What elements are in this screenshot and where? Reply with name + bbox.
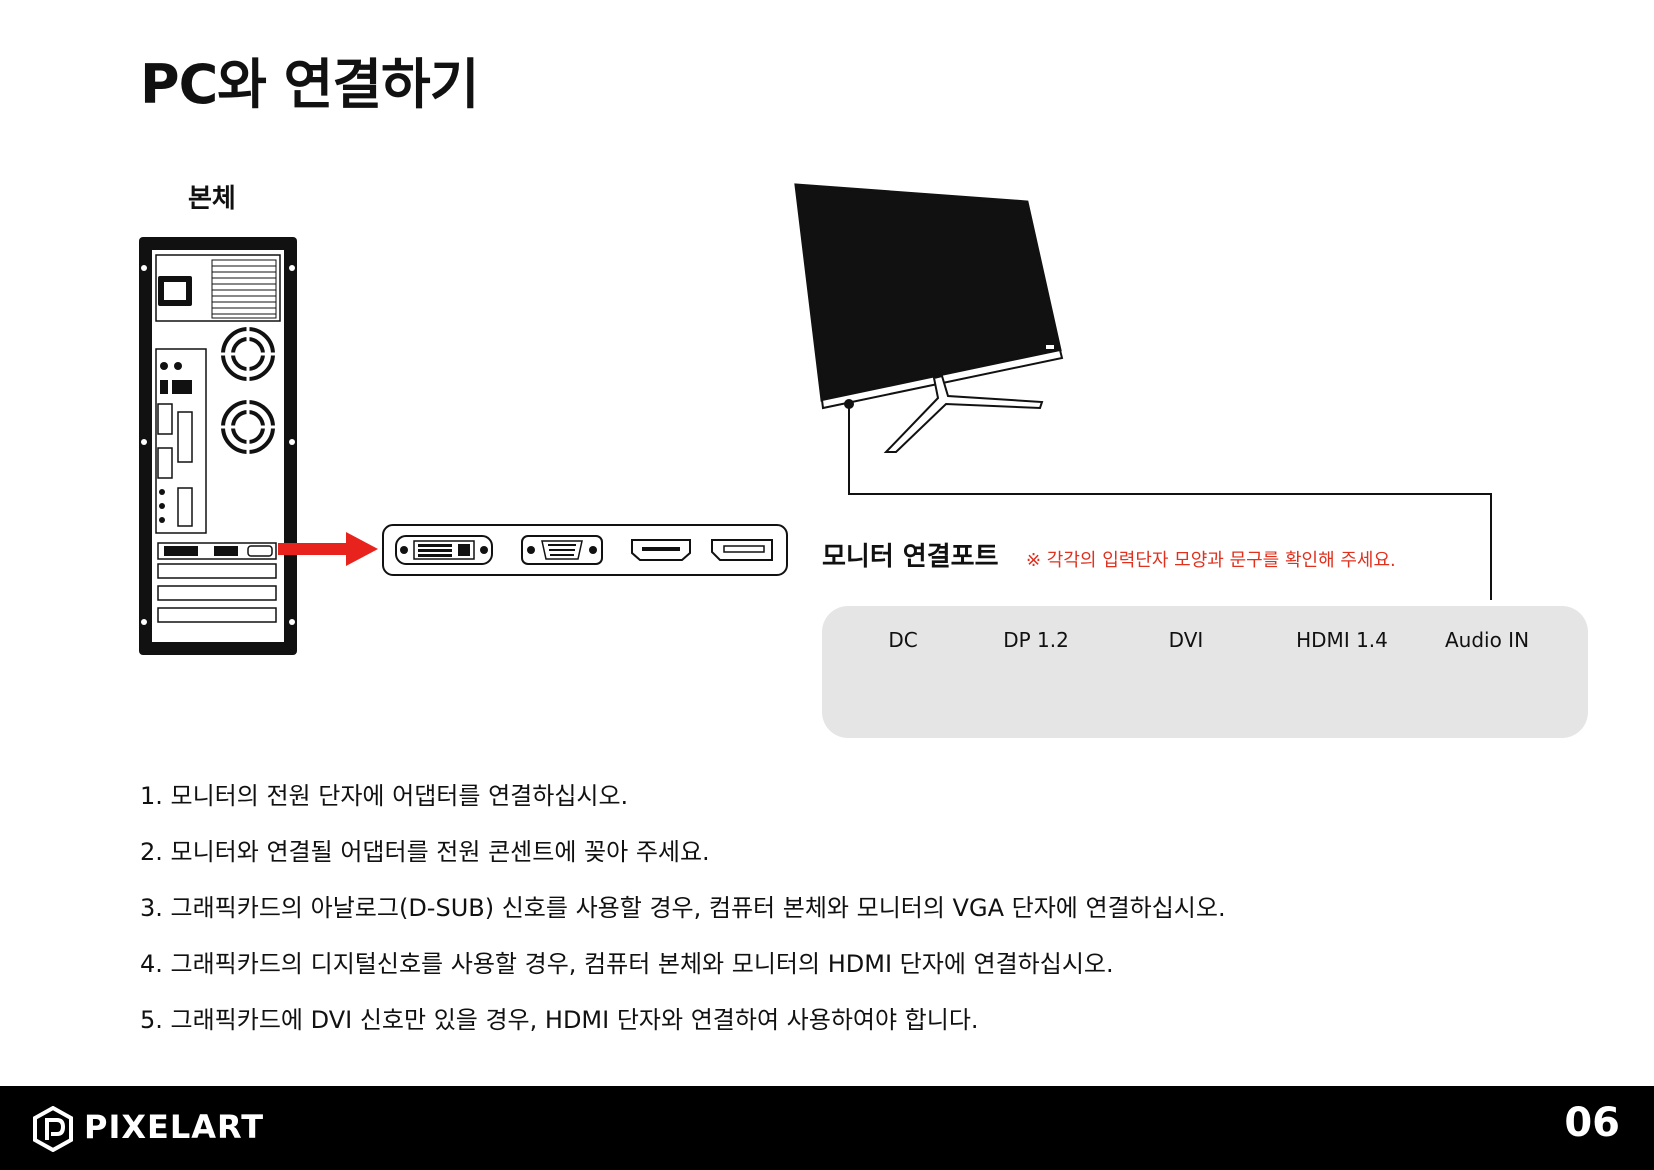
gpu-hdmi-port-icon [631,539,691,561]
monitor-port-label: 모니터 연결포트 [822,542,999,572]
page-title: PC와 연결하기 [140,53,479,116]
port-label-hdmi: HDMI 1.4 [1296,628,1388,652]
instruction-item: 4. 그래픽카드의 디지털신호를 사용할 경우, 컴퓨터 본체와 모니터의 HD… [140,950,1114,978]
pc-label: 본체 [188,184,236,214]
gpu-displayport-icon [711,539,773,561]
gpu-dvi-port-icon [395,535,493,565]
page-number: 06 [1564,1100,1620,1146]
monitor-icon [794,183,1064,453]
footer-bar [0,1086,1654,1170]
pc-tower-icon [139,237,297,655]
instruction-item: 2. 모니터와 연결될 어댑터를 전원 콘센트에 꽂아 주세요. [140,838,710,866]
port-label-dc: DC [888,628,918,652]
monitor-cable-line [848,404,1492,600]
port-label-dp: DP 1.2 [1003,628,1069,652]
monitor-port-panel [822,606,1588,738]
instruction-item: 5. 그래픽카드에 DVI 신호만 있을 경우, HDMI 단자와 연결하여 사… [140,1006,979,1034]
red-arrow-icon [278,532,378,566]
pixelart-logo-icon [33,1106,73,1152]
port-shape-notice: ※ 각각의 입력단자 모양과 문구를 확인해 주세요. [1026,550,1396,571]
port-label-dvi: DVI [1168,628,1204,652]
port-label-audio: Audio IN [1444,628,1530,652]
instruction-list: 1. 모니터의 전원 단자에 어댑터를 연결하십시오. 2. 모니터와 연결될 … [140,780,1226,1060]
instruction-item: 1. 모니터의 전원 단자에 어댑터를 연결하십시오. [140,782,629,810]
brand-name: PIXELART [84,1108,265,1146]
instruction-item: 3. 그래픽카드의 아날로그(D-SUB) 신호를 사용할 경우, 컴퓨터 본체… [140,894,1226,922]
graphics-card-ports [382,524,788,576]
gpu-vga-port-icon [521,535,603,565]
